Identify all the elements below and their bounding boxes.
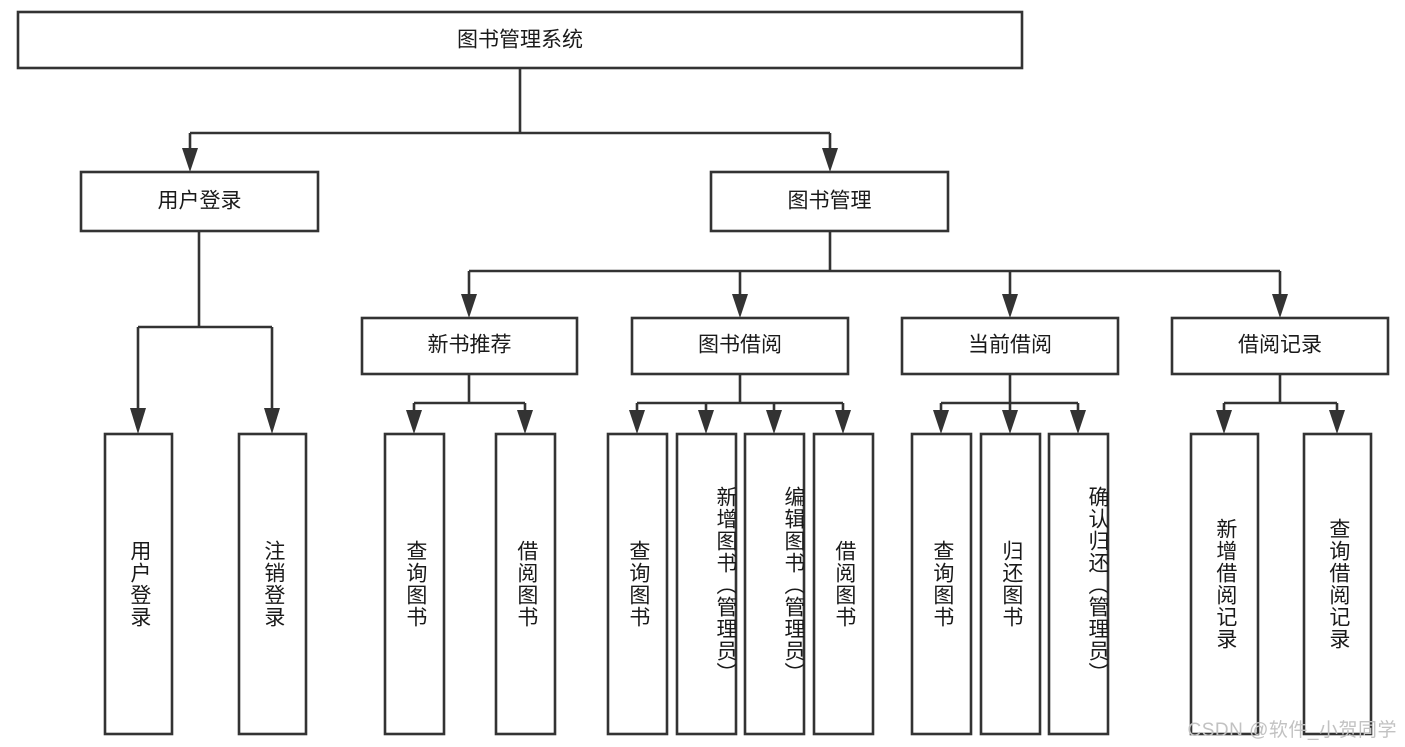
leaf-book-borrow-1[interactable] bbox=[606, 432, 669, 736]
arrowhead-nb-leaf-1 bbox=[406, 410, 422, 434]
node-root[interactable] bbox=[16, 10, 1024, 70]
arrowhead-cb-leaf-3 bbox=[1070, 410, 1086, 434]
leaf-new-book-1[interactable] bbox=[383, 432, 446, 736]
connector-layer bbox=[130, 68, 1345, 434]
node-current-borrow-label: 当前借阅 bbox=[968, 334, 1052, 357]
arrowhead-leaf-logout bbox=[264, 408, 280, 434]
arrowhead-user-login bbox=[182, 148, 198, 172]
arrowhead-bb-leaf-3 bbox=[766, 410, 782, 434]
arrowhead-book-manage bbox=[822, 148, 838, 172]
node-user-login[interactable] bbox=[79, 170, 320, 233]
arrowhead-new-book bbox=[461, 294, 477, 318]
node-borrow-record[interactable] bbox=[1170, 316, 1390, 376]
arrowhead-cb-leaf-2 bbox=[1002, 410, 1018, 434]
leaf-current-borrow-3[interactable] bbox=[1047, 432, 1110, 736]
leaf-borrow-record-2[interactable] bbox=[1302, 432, 1373, 736]
leaf-current-borrow-2[interactable] bbox=[979, 432, 1042, 736]
node-book-manage-label: 图书管理 bbox=[788, 190, 872, 213]
arrowhead-bb-leaf-2 bbox=[698, 410, 714, 434]
node-book-borrow[interactable] bbox=[630, 316, 850, 376]
node-layer: 图书管理系统 用户登录 图书管理 新书推荐 图书借阅 当前借阅 借阅记录 bbox=[16, 10, 1390, 736]
arrowhead-borrow-record bbox=[1272, 294, 1288, 318]
leaf-book-borrow-4[interactable] bbox=[812, 432, 875, 736]
node-user-login-label: 用户登录 bbox=[158, 190, 242, 213]
arrowhead-bb-leaf-4 bbox=[835, 410, 851, 434]
arrowhead-current-borrow bbox=[1002, 294, 1018, 318]
node-current-borrow[interactable] bbox=[900, 316, 1120, 376]
node-borrow-record-label: 借阅记录 bbox=[1238, 334, 1322, 357]
arrowhead-book-borrow bbox=[732, 294, 748, 318]
arrowhead-br-leaf-1 bbox=[1216, 410, 1232, 434]
arrowhead-br-leaf-2 bbox=[1329, 410, 1345, 434]
leaf-book-borrow-2[interactable] bbox=[675, 432, 738, 736]
leaf-borrow-record-1[interactable] bbox=[1189, 432, 1260, 736]
arrowhead-leaf-user-login bbox=[130, 408, 146, 434]
leaf-current-borrow-1[interactable] bbox=[910, 432, 973, 736]
arrowhead-nb-leaf-2 bbox=[517, 410, 533, 434]
leaf-new-book-2[interactable] bbox=[494, 432, 557, 736]
node-new-book-recommend-label: 新书推荐 bbox=[428, 334, 512, 357]
arrowhead-cb-leaf-1 bbox=[933, 410, 949, 434]
leaf-user-login-2[interactable] bbox=[237, 432, 308, 736]
node-root-label: 图书管理系统 bbox=[457, 29, 583, 52]
csdn-watermark: CSDN @软件_小贺同学 bbox=[1187, 720, 1397, 741]
leaf-user-login-1[interactable] bbox=[103, 432, 174, 736]
leaf-book-borrow-3[interactable] bbox=[743, 432, 806, 736]
arrowhead-bb-leaf-1 bbox=[629, 410, 645, 434]
node-book-borrow-label: 图书借阅 bbox=[698, 334, 782, 357]
node-new-book-recommend[interactable] bbox=[360, 316, 579, 376]
node-book-manage[interactable] bbox=[709, 170, 950, 233]
